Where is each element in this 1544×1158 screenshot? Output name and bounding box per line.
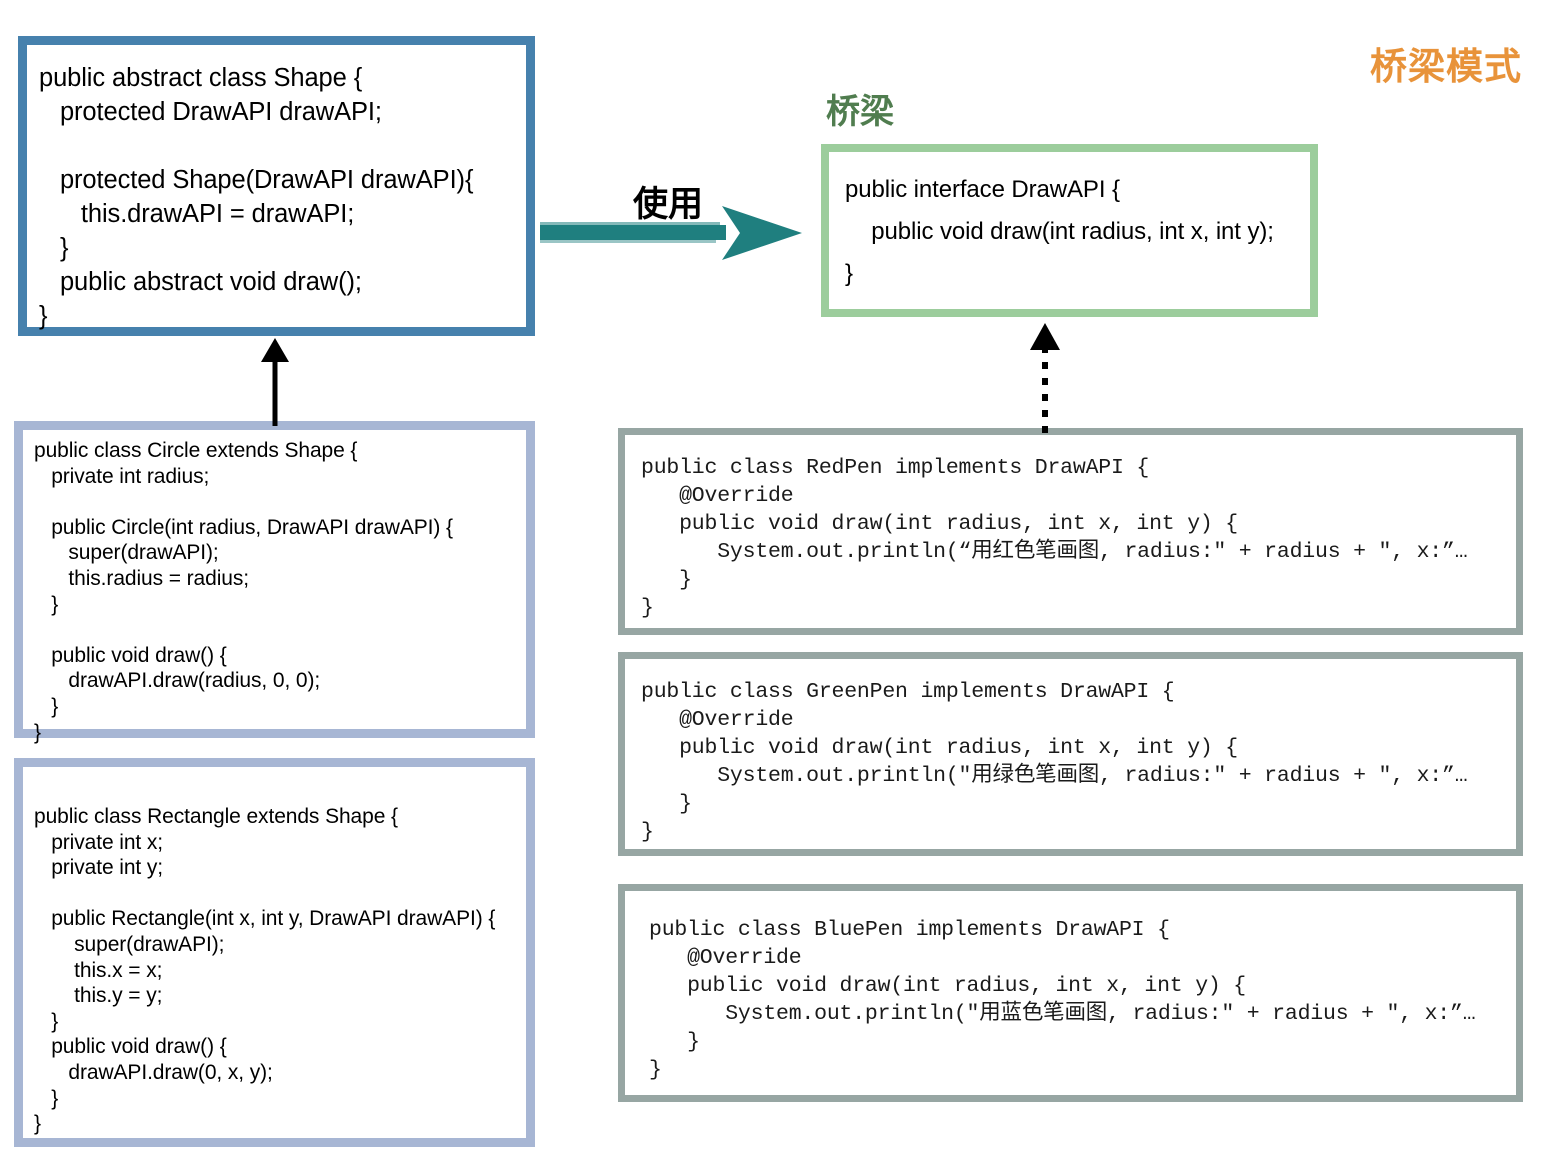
redpen-class-box: public class RedPen implements DrawAPI {… (618, 428, 1523, 635)
circle-class-box: public class Circle extends Shape { priv… (14, 421, 535, 744)
redpen-class-code: public class RedPen implements DrawAPI {… (641, 456, 1468, 620)
bridge-annotation-label: 桥梁 (826, 93, 894, 131)
bluepen-class-code: public class BluePen implements DrawAPI … (649, 918, 1476, 1082)
shape-class-code: public abstract class Shape { protected … (39, 64, 474, 330)
greenpen-class-box: public class GreenPen implements DrawAPI… (618, 652, 1523, 856)
shape-class-box: public abstract class Shape { protected … (18, 36, 535, 336)
rectangle-class-code: public class Rectangle extends Shape { p… (34, 805, 496, 1136)
drawapi-interface-code: public interface DrawAPI { public void d… (845, 176, 1274, 287)
bluepen-class-box: public class BluePen implements DrawAPI … (618, 884, 1523, 1102)
implementation-arrow-icon (1030, 323, 1060, 433)
inheritance-arrow-icon (261, 338, 289, 426)
drawapi-interface-box: public interface DrawAPI { public void d… (821, 144, 1318, 317)
greenpen-class-code: public class GreenPen implements DrawAPI… (641, 680, 1468, 844)
circle-class-code: public class Circle extends Shape { priv… (34, 439, 453, 744)
rectangle-class-box: public class Rectangle extends Shape { p… (14, 758, 535, 1147)
page-title: 桥梁模式 (1370, 46, 1522, 87)
uses-annotation-label: 使用 (633, 185, 704, 224)
